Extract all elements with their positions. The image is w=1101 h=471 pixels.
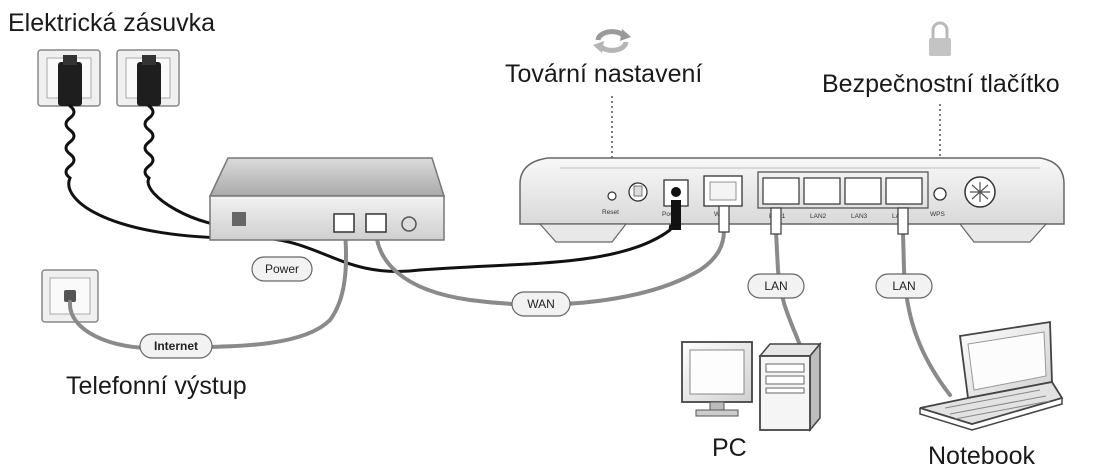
lan-cable-tag-pc: LAN xyxy=(747,273,805,299)
phone-outlet-label: Telefonní výstup xyxy=(66,372,247,400)
pc-label: PC xyxy=(712,434,747,462)
refresh-icon xyxy=(593,29,631,53)
padlock-icon xyxy=(929,21,951,56)
power-socket-label: Elektrická zásuvka xyxy=(8,9,215,37)
coiled-power-cord-right xyxy=(143,104,242,228)
security-button-label: Bezpečnostní tlačítko xyxy=(822,70,1060,98)
notebook-label: Notebook xyxy=(928,442,1036,470)
wan-cable-tag: WAN xyxy=(511,291,571,317)
lan-cable-tag-notebook: LAN xyxy=(875,273,933,299)
coiled-power-cord-left xyxy=(64,104,677,273)
wall-power-socket-left xyxy=(37,49,101,107)
wps-button xyxy=(933,187,947,201)
lan1-port xyxy=(762,177,800,205)
factory-reset-label: Tovární nastavení xyxy=(505,60,702,88)
router-foot-right xyxy=(958,223,1048,243)
modem-ethernet-port xyxy=(365,213,387,233)
power-adapter-plug xyxy=(137,62,161,106)
lan-plug-pc xyxy=(770,207,782,235)
router-foot-left xyxy=(538,223,628,243)
lan3-port xyxy=(844,177,882,205)
power-cable-tag: Power xyxy=(251,256,313,282)
desktop-pc xyxy=(681,341,822,433)
internet-cable-tag: Internet xyxy=(139,333,213,359)
port-label-lan3: LAN3 xyxy=(851,213,868,220)
lan-cable-notebook xyxy=(901,230,952,397)
reset-button xyxy=(607,191,617,201)
lan-plug-notebook xyxy=(897,207,909,235)
wan-plug xyxy=(718,205,730,233)
svg-text:LAN: LAN xyxy=(892,279,915,293)
modem-power-port xyxy=(232,212,246,226)
lan-port-group xyxy=(757,171,929,209)
port-label-lan2: LAN2 xyxy=(810,213,827,220)
router-power-plug xyxy=(671,200,681,230)
modem-button xyxy=(401,216,417,232)
wireless-router: Reset Power WAN LAN1 LAN2 LAN3 LAN4 WPS xyxy=(519,157,1065,243)
svg-text:Power: Power xyxy=(265,262,299,276)
lan4-port xyxy=(885,177,923,205)
port-label-reset: Reset xyxy=(602,209,619,216)
port-label-wps: WPS xyxy=(930,211,945,218)
lan-cable-pc xyxy=(774,230,802,347)
svg-text:WAN: WAN xyxy=(527,297,555,311)
lan2-port xyxy=(803,177,841,205)
svg-text:Internet: Internet xyxy=(154,339,198,353)
dsl-modem xyxy=(208,157,446,241)
wall-power-socket-right xyxy=(116,49,180,107)
power-adapter-plug xyxy=(58,62,82,106)
internet-cable xyxy=(67,230,349,351)
modem-line-port xyxy=(333,213,355,233)
svg-text:LAN: LAN xyxy=(764,279,787,293)
notebook-computer xyxy=(919,320,1064,431)
